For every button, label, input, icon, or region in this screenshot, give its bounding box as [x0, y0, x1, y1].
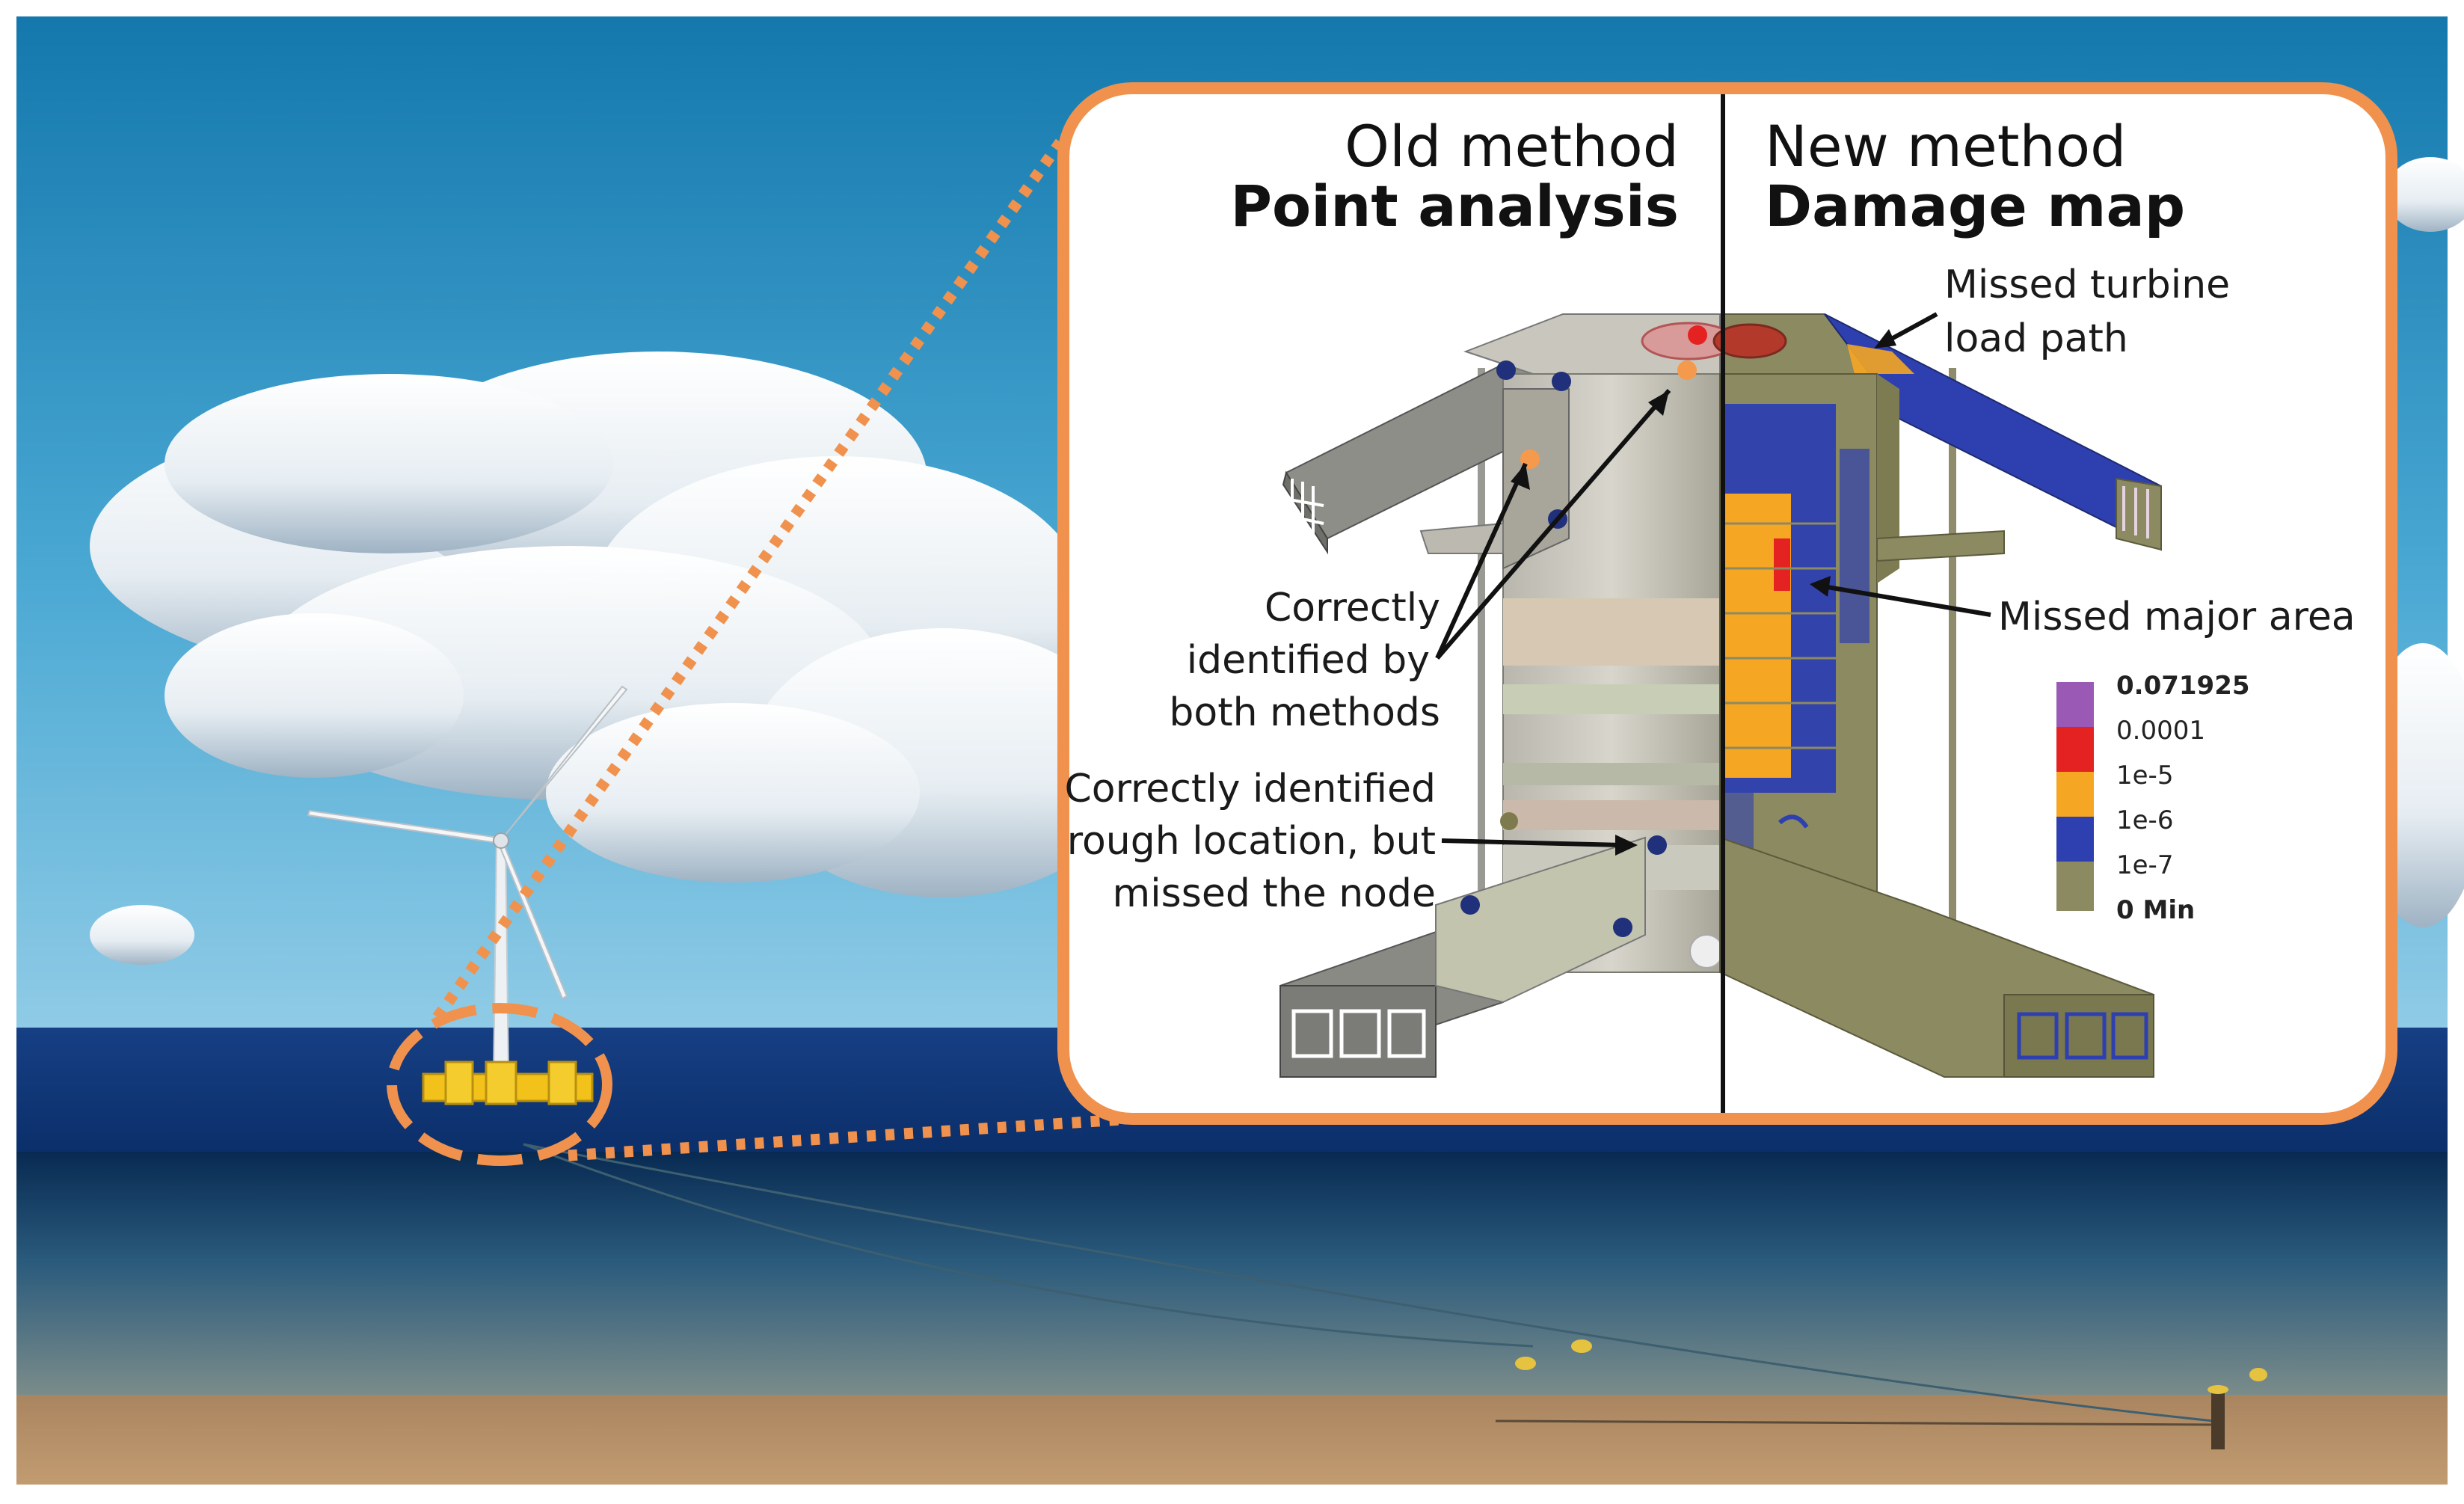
lower-ramp [1435, 836, 1646, 1004]
damage-blue-zone [1840, 449, 1869, 643]
damage-grid [1724, 522, 1836, 749]
damage-legend: 0.071925 0.0001 1e-5 1e-6 1e-7 0 Min [2056, 671, 2250, 925]
arrowhead [1874, 329, 1896, 349]
top-opening-damage [1712, 323, 1787, 359]
legend-label-max: 0.071925 [2116, 671, 2250, 701]
lower-right-arm-face [2003, 994, 2154, 1078]
probe-point [1677, 360, 1697, 380]
old-method-subtitle: Point analysis [1230, 173, 1679, 239]
anchor-pile [2211, 1390, 2225, 1449]
column-band [1503, 763, 1720, 785]
new-method-title: New method [1765, 113, 2126, 179]
arm-lattice [1288, 479, 1324, 538]
column-band [1503, 684, 1720, 714]
platform-column [547, 1061, 577, 1105]
arrow-both-methods-b [1435, 389, 1671, 660]
annotation-rough-location-line: Correctly identified [1064, 767, 1436, 811]
mooring-line [523, 1143, 2214, 1422]
panel-frame [1057, 82, 2397, 1125]
arrowhead [1648, 390, 1669, 416]
damage-orange-zone [1724, 494, 1791, 778]
annotation-both-methods-line: Correctly [1265, 586, 1440, 630]
column-band [1503, 800, 1720, 830]
arrow-major-area [1822, 584, 1991, 617]
side-plate [1419, 522, 1504, 554]
platform-highlight-ring [387, 1003, 612, 1166]
legend-swatch [2056, 817, 2094, 862]
legend-label: 1e-7 [2116, 850, 2173, 880]
upper-right-arm-end [2116, 477, 2162, 551]
legend-swatch [2056, 772, 2094, 817]
legend-label: 1e-5 [2116, 761, 2173, 791]
mooring-buoy [1515, 1357, 1536, 1370]
damage-spot [1778, 814, 1809, 829]
arrowhead [1810, 576, 1831, 597]
wind-turbine [307, 685, 628, 1166]
turbine-hub [493, 832, 509, 849]
legend-swatch [2056, 727, 2094, 772]
seabed [16, 1395, 2448, 1485]
mooring-buoy [1571, 1339, 1592, 1353]
annotation-load-path-line: load path [1944, 316, 2128, 361]
lower-left-arm-face [1279, 985, 1437, 1078]
column-band [1503, 598, 1720, 666]
old-method-title: Old method [1345, 113, 1679, 179]
mooring-buoy [2249, 1368, 2267, 1381]
probe-point [1500, 812, 1518, 830]
mooring-line [1495, 1419, 2214, 1426]
support-rod [1949, 368, 1956, 936]
arrowhead [1511, 464, 1530, 490]
anchor-pile-top [2208, 1385, 2228, 1394]
legend-swatch [2056, 862, 2094, 911]
column-side [1877, 374, 1899, 583]
mooring-line [523, 1143, 1534, 1348]
support-rod [1478, 368, 1485, 936]
probe-point [1688, 325, 1707, 345]
probe-point [1460, 895, 1480, 915]
legend-label: 1e-6 [2116, 805, 2173, 835]
comparison-panel: Old method Point analysis New method Dam… [1057, 82, 2397, 1125]
arrow-rough-location [1441, 838, 1622, 847]
load-path-hotspot [1847, 344, 1914, 374]
damage-red-zone [1774, 538, 1790, 591]
probe-point [1613, 918, 1632, 937]
arm-lattice-lower [1291, 1009, 1426, 1058]
annotation-both-methods-line: both methods [1169, 690, 1440, 735]
annotation-major-area: Missed major area [1998, 595, 2356, 639]
probe-points [1460, 325, 1707, 937]
new-method-subtitle: Damage map [1765, 173, 2185, 239]
arrow-load-path [1886, 312, 1938, 343]
arm-lattice-damage [2122, 486, 2149, 538]
arrow-both-methods-a [1435, 462, 1528, 660]
side-plate-damage [1876, 530, 2005, 562]
annotation-rough-location-line: rough location, but [1067, 819, 1436, 864]
underwater [16, 1152, 2448, 1395]
annotation-load-path-line: Missed turbine [1944, 263, 2230, 307]
probe-point [1647, 835, 1667, 855]
annotation-both-methods-line: identified by [1187, 638, 1430, 683]
probe-point [1496, 360, 1516, 380]
legend-swatch [2056, 682, 2094, 727]
turbine-tower [492, 837, 510, 1081]
arm-lattice-damage-lower [2017, 1012, 2148, 1060]
legend-label: 0.0001 [2116, 716, 2205, 746]
annotation-rough-location-line: missed the node [1113, 871, 1436, 916]
legend-label-min: 0 Min [2116, 895, 2195, 925]
platform-column [485, 1061, 517, 1105]
platform-column [444, 1061, 474, 1105]
old-method-model [1279, 313, 1736, 1078]
clouds [90, 157, 2464, 965]
new-method-model [1712, 313, 2162, 1078]
probe-point [1552, 372, 1571, 391]
lower-joint [1689, 934, 1724, 969]
arrowhead [1615, 835, 1638, 856]
